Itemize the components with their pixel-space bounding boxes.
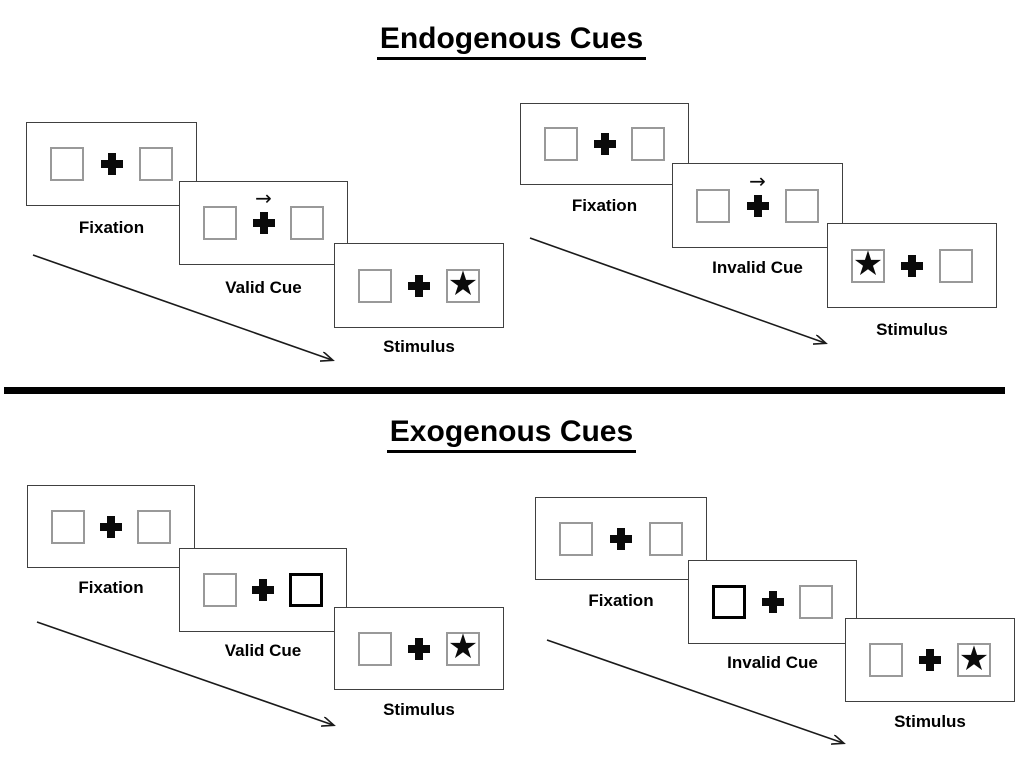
left-highlighted-box bbox=[712, 585, 746, 619]
panel-label: Stimulus bbox=[383, 337, 455, 356]
plus-icon bbox=[610, 527, 632, 550]
panel-invalid-cue: → bbox=[672, 163, 843, 248]
left-placeholder-box bbox=[358, 631, 392, 666]
left-placeholder-box bbox=[544, 127, 578, 161]
star-icon: ★ bbox=[447, 627, 479, 667]
left-placeholder-box bbox=[869, 643, 903, 677]
left-placeholder-box bbox=[696, 188, 730, 223]
section-divider bbox=[4, 387, 1005, 394]
panel-invalid-cue bbox=[688, 560, 857, 644]
fixation-cross: → bbox=[746, 171, 769, 217]
panel-label: Fixation bbox=[571, 196, 638, 215]
panel-fixation bbox=[27, 485, 195, 568]
timeline-arrow bbox=[32, 254, 343, 368]
panel-stimulus: ★ bbox=[845, 618, 1015, 702]
panel-label: Valid Cue bbox=[224, 641, 302, 660]
right-placeholder-box bbox=[139, 147, 173, 181]
right-placeholder-box bbox=[137, 509, 171, 544]
left-placeholder-box bbox=[203, 573, 237, 607]
left-placeholder-box bbox=[51, 509, 85, 544]
panel-fixation bbox=[520, 103, 689, 185]
star-icon: ★ bbox=[852, 244, 884, 284]
panel-label: Fixation bbox=[588, 591, 654, 610]
right-target-box: ★ bbox=[446, 627, 480, 667]
right-highlighted-box bbox=[289, 573, 323, 607]
panel-label: Fixation bbox=[78, 578, 144, 597]
timeline-arrow bbox=[546, 639, 854, 751]
panel-stimulus: ★ bbox=[334, 607, 504, 690]
right-placeholder-box bbox=[785, 188, 819, 223]
plus-icon bbox=[761, 591, 784, 613]
section-title-endogenous: Endogenous Cues bbox=[0, 22, 1023, 60]
panel-stimulus: ★ bbox=[334, 243, 504, 328]
fixation-cross bbox=[100, 515, 122, 538]
section-title-text: Endogenous Cues bbox=[376, 22, 647, 60]
fixation-cross: → bbox=[252, 188, 275, 234]
plus-icon bbox=[100, 515, 122, 538]
fixation-cross bbox=[100, 153, 123, 175]
right-arrow-icon: → bbox=[749, 168, 766, 193]
right-target-box: ★ bbox=[957, 638, 991, 679]
right-placeholder-box bbox=[799, 585, 833, 619]
left-placeholder-box bbox=[559, 521, 593, 556]
panel-label: Valid Cue bbox=[225, 278, 302, 297]
fixation-cross bbox=[408, 637, 430, 660]
right-target-box: ★ bbox=[446, 264, 480, 304]
right-placeholder-box bbox=[649, 521, 683, 556]
panel-label: Stimulus bbox=[894, 712, 966, 731]
plus-icon bbox=[408, 274, 430, 297]
left-placeholder-box bbox=[50, 147, 84, 181]
plus-icon bbox=[252, 579, 274, 601]
right-placeholder-box bbox=[631, 127, 665, 161]
plus-icon bbox=[746, 194, 769, 217]
star-icon: ★ bbox=[958, 638, 990, 679]
panel-label: Fixation bbox=[78, 218, 145, 237]
panel-valid-cue bbox=[179, 548, 347, 632]
fixation-cross bbox=[408, 274, 430, 297]
fixation-cross bbox=[610, 527, 632, 550]
panel-stimulus: ★ bbox=[827, 223, 997, 308]
timeline-arrow bbox=[36, 621, 344, 733]
right-arrow-icon: → bbox=[255, 186, 272, 210]
fixation-cross bbox=[252, 579, 274, 601]
fixation-cross bbox=[919, 649, 941, 671]
star-icon: ★ bbox=[447, 264, 479, 304]
plus-icon bbox=[901, 254, 923, 277]
fixation-cross bbox=[761, 591, 784, 613]
panel-label: Stimulus bbox=[876, 320, 948, 339]
plus-icon bbox=[408, 637, 430, 660]
section-title-exogenous: Exogenous Cues bbox=[0, 415, 1023, 453]
panel-label: Invalid Cue bbox=[712, 258, 803, 277]
plus-icon bbox=[100, 153, 123, 175]
left-placeholder-box bbox=[203, 206, 237, 240]
panel-label: Stimulus bbox=[383, 700, 455, 719]
panel-valid-cue: → bbox=[179, 181, 348, 265]
left-placeholder-box bbox=[358, 268, 392, 303]
plus-icon bbox=[919, 649, 941, 671]
right-placeholder-box bbox=[939, 248, 973, 283]
plus-icon bbox=[593, 133, 616, 155]
right-placeholder-box bbox=[290, 206, 324, 240]
left-target-box: ★ bbox=[851, 244, 885, 284]
panel-fixation bbox=[26, 122, 197, 206]
fixation-cross bbox=[901, 254, 923, 277]
timeline-arrow bbox=[529, 237, 835, 351]
section-title-text: Exogenous Cues bbox=[386, 415, 637, 453]
fixation-cross bbox=[593, 133, 616, 155]
panel-fixation bbox=[535, 497, 707, 580]
plus-icon bbox=[252, 212, 275, 234]
panel-label: Invalid Cue bbox=[727, 653, 818, 672]
